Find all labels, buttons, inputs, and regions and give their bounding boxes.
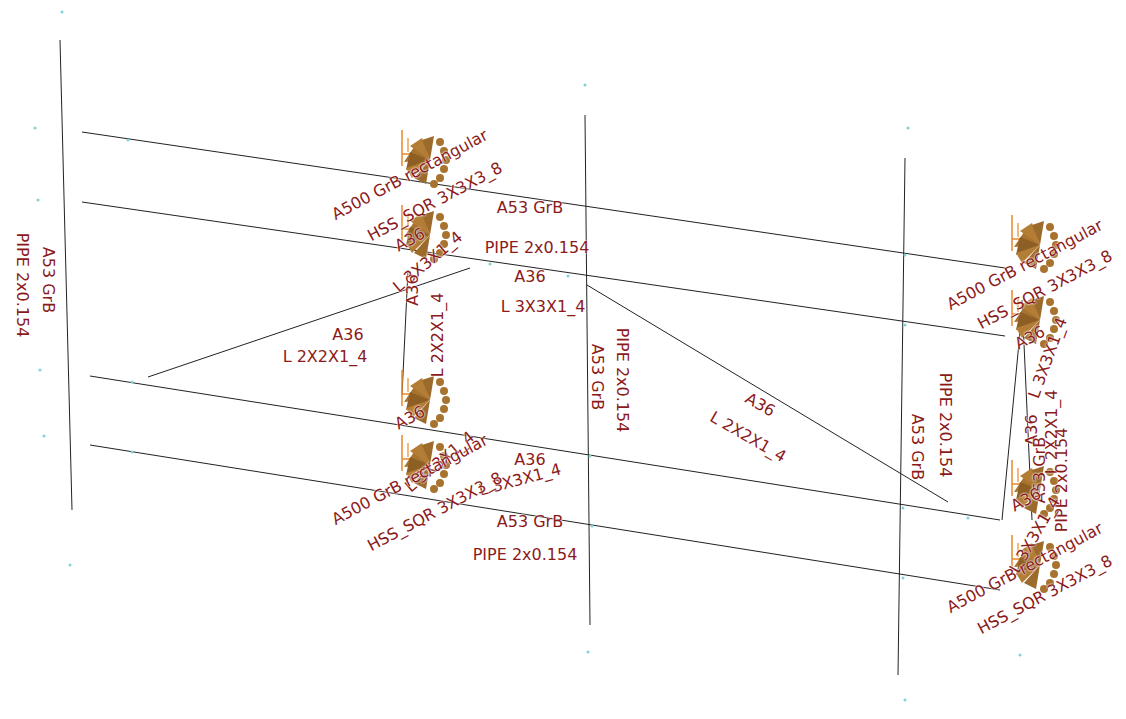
member-label: A36: [742, 390, 777, 420]
member-label: A53 GrB: [497, 514, 563, 530]
member-label: A53 GrB: [40, 247, 56, 313]
member-label: A36: [1008, 486, 1043, 515]
member-label: HSS_SQR 3X3X3_8: [365, 160, 505, 245]
member-label: L 3X3X1_4: [501, 299, 586, 315]
member-label: L 2X2X1_4: [430, 293, 446, 378]
member-label: PIPE 2x0.154: [614, 328, 630, 433]
member-label: L 2X2X1_4: [707, 409, 788, 465]
member-label: A500 GrB rectangular: [330, 432, 491, 528]
member-label: PIPE 2x0.154: [473, 547, 578, 563]
member-label: PIPE 2x0.154: [937, 373, 953, 478]
member-label: A36: [405, 274, 421, 305]
member-label: A36: [332, 327, 363, 343]
member-label: A53 GrB: [497, 200, 563, 216]
member-label: PIPE 2x0.154: [14, 233, 30, 338]
member-label: A53 GrB: [909, 414, 925, 480]
member-label: A53 GrB: [589, 344, 605, 410]
member-label: A36: [514, 269, 545, 285]
member-label: L 2X2X1_4: [283, 349, 368, 365]
member-label: PIPE 2x0.154: [485, 240, 590, 256]
member-label: PIPE 2x0.154: [1054, 428, 1070, 533]
